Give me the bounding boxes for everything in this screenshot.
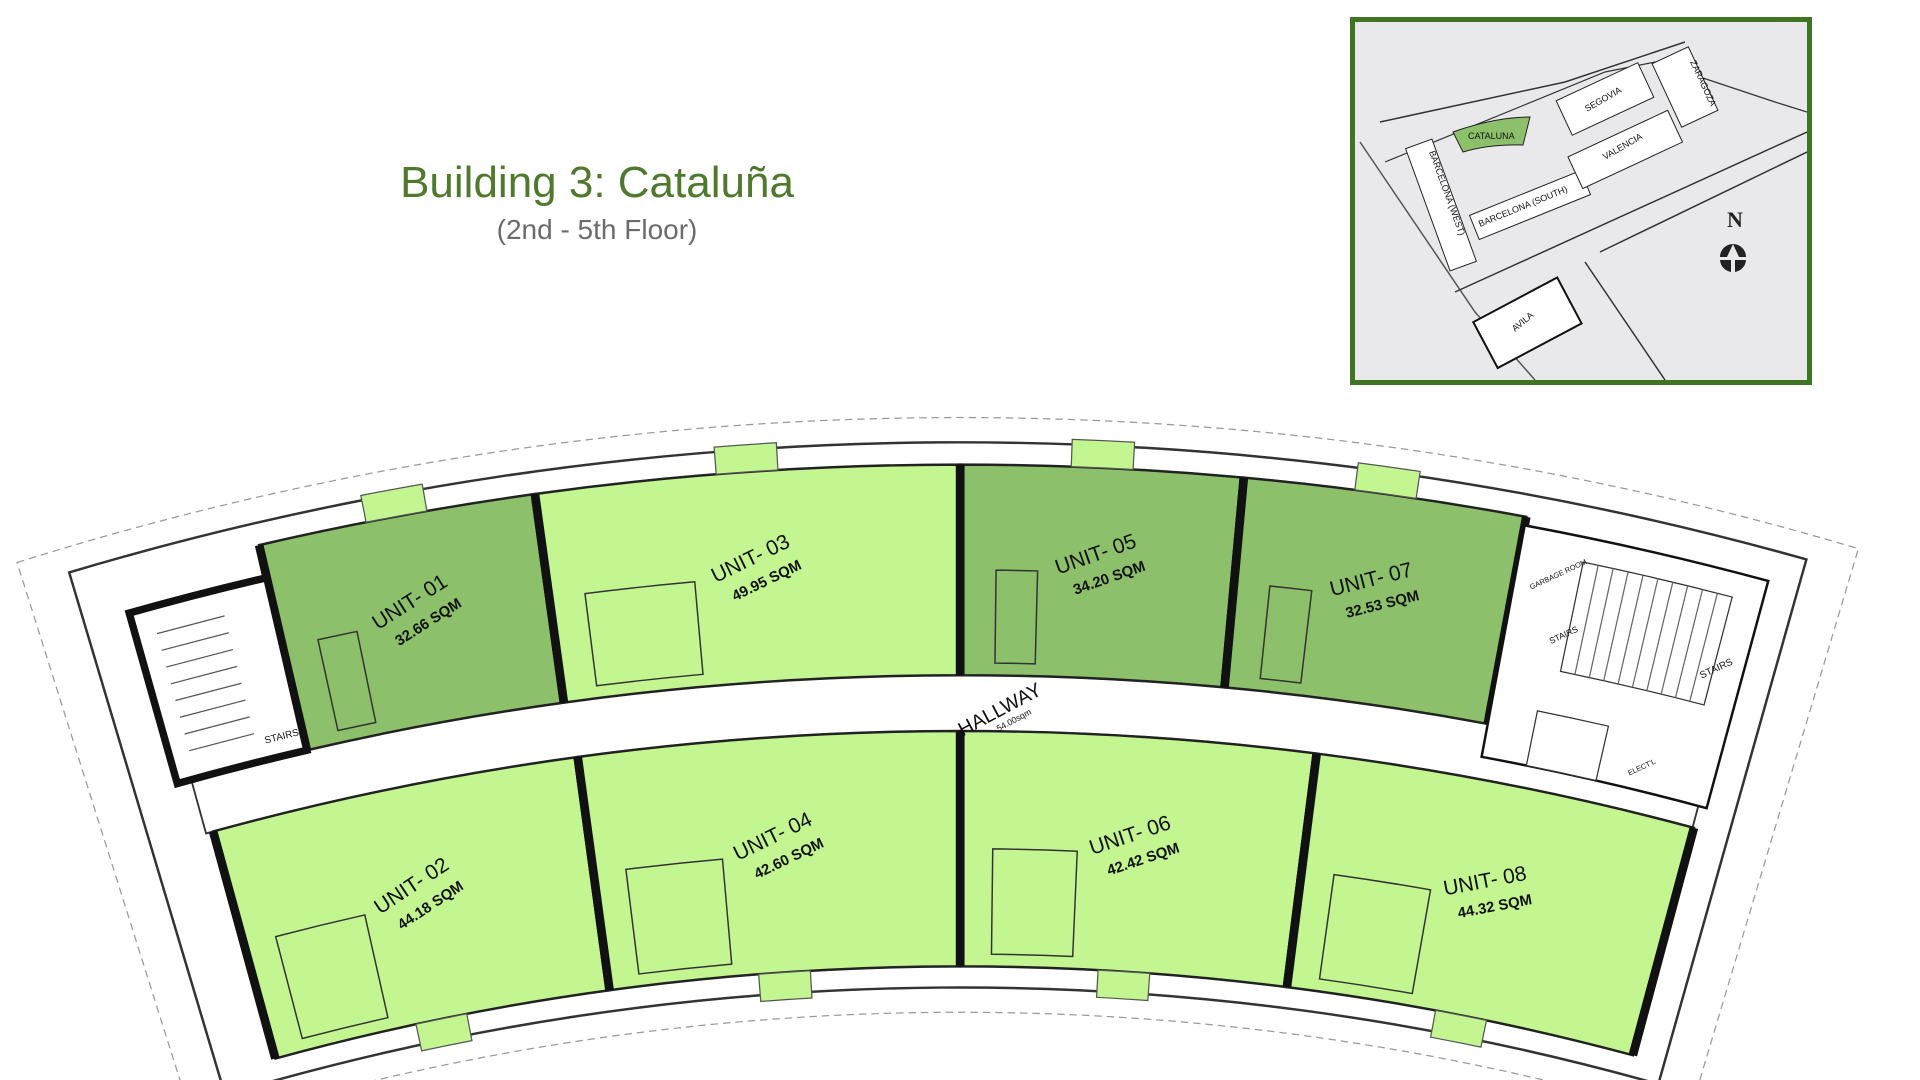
stair-tread	[1660, 585, 1689, 695]
stair-tread	[1674, 589, 1704, 698]
balcony	[360, 483, 428, 523]
room-partition	[317, 630, 377, 732]
room-partition	[990, 848, 1079, 958]
balcony	[1354, 462, 1421, 500]
stair-tread	[166, 648, 234, 668]
elevator	[1525, 710, 1610, 782]
stair-tread	[156, 615, 225, 635]
stair-tread	[1646, 582, 1674, 691]
room-partition	[1318, 873, 1432, 995]
building-outline	[16, 416, 1860, 1080]
stair-tread	[1617, 575, 1644, 685]
north-label: N	[1727, 207, 1743, 232]
room-partition	[584, 580, 704, 687]
balcony	[415, 1013, 473, 1052]
balcony	[1429, 1009, 1488, 1048]
party-wall	[1628, 826, 1699, 1057]
party-wall	[573, 756, 614, 991]
stair-tread	[1631, 578, 1659, 688]
stair-tread	[1603, 571, 1629, 681]
party-wall	[1282, 753, 1321, 988]
stair-tread	[175, 682, 242, 702]
room-partition	[994, 569, 1039, 665]
stair-tread	[1574, 565, 1599, 675]
stair-tread	[161, 632, 229, 651]
key-plan: BARCELONA (WEST) BARCELONA (SOUTH) CATAL…	[1350, 17, 1812, 385]
north-arrow-icon	[1720, 244, 1746, 272]
balcony	[757, 970, 813, 1003]
party-wall	[208, 830, 280, 1060]
unit-floor	[1285, 752, 1696, 1057]
party-wall	[1220, 477, 1249, 688]
stair-core-right	[1559, 561, 1733, 706]
keyplan-label-cataluna: CATALUNA	[1468, 131, 1515, 141]
balcony	[713, 442, 779, 475]
room-partition	[274, 914, 389, 1040]
page-title: Building 3: Cataluña	[400, 158, 794, 207]
stair-tread	[1689, 593, 1718, 702]
room-partition	[625, 858, 733, 975]
stair-tread	[184, 716, 250, 735]
page-subtitle: (2nd - 5th Floor)	[496, 214, 698, 245]
stair-tread	[189, 733, 255, 752]
stair-tread	[1588, 568, 1614, 678]
party-wall	[530, 493, 569, 704]
balcony	[1095, 969, 1151, 1002]
room-partition	[1259, 585, 1313, 684]
stair-tread	[170, 665, 238, 685]
balcony	[1070, 438, 1136, 471]
keyplan-cataluna-highlight	[1452, 116, 1531, 153]
stair-tread	[179, 699, 246, 718]
